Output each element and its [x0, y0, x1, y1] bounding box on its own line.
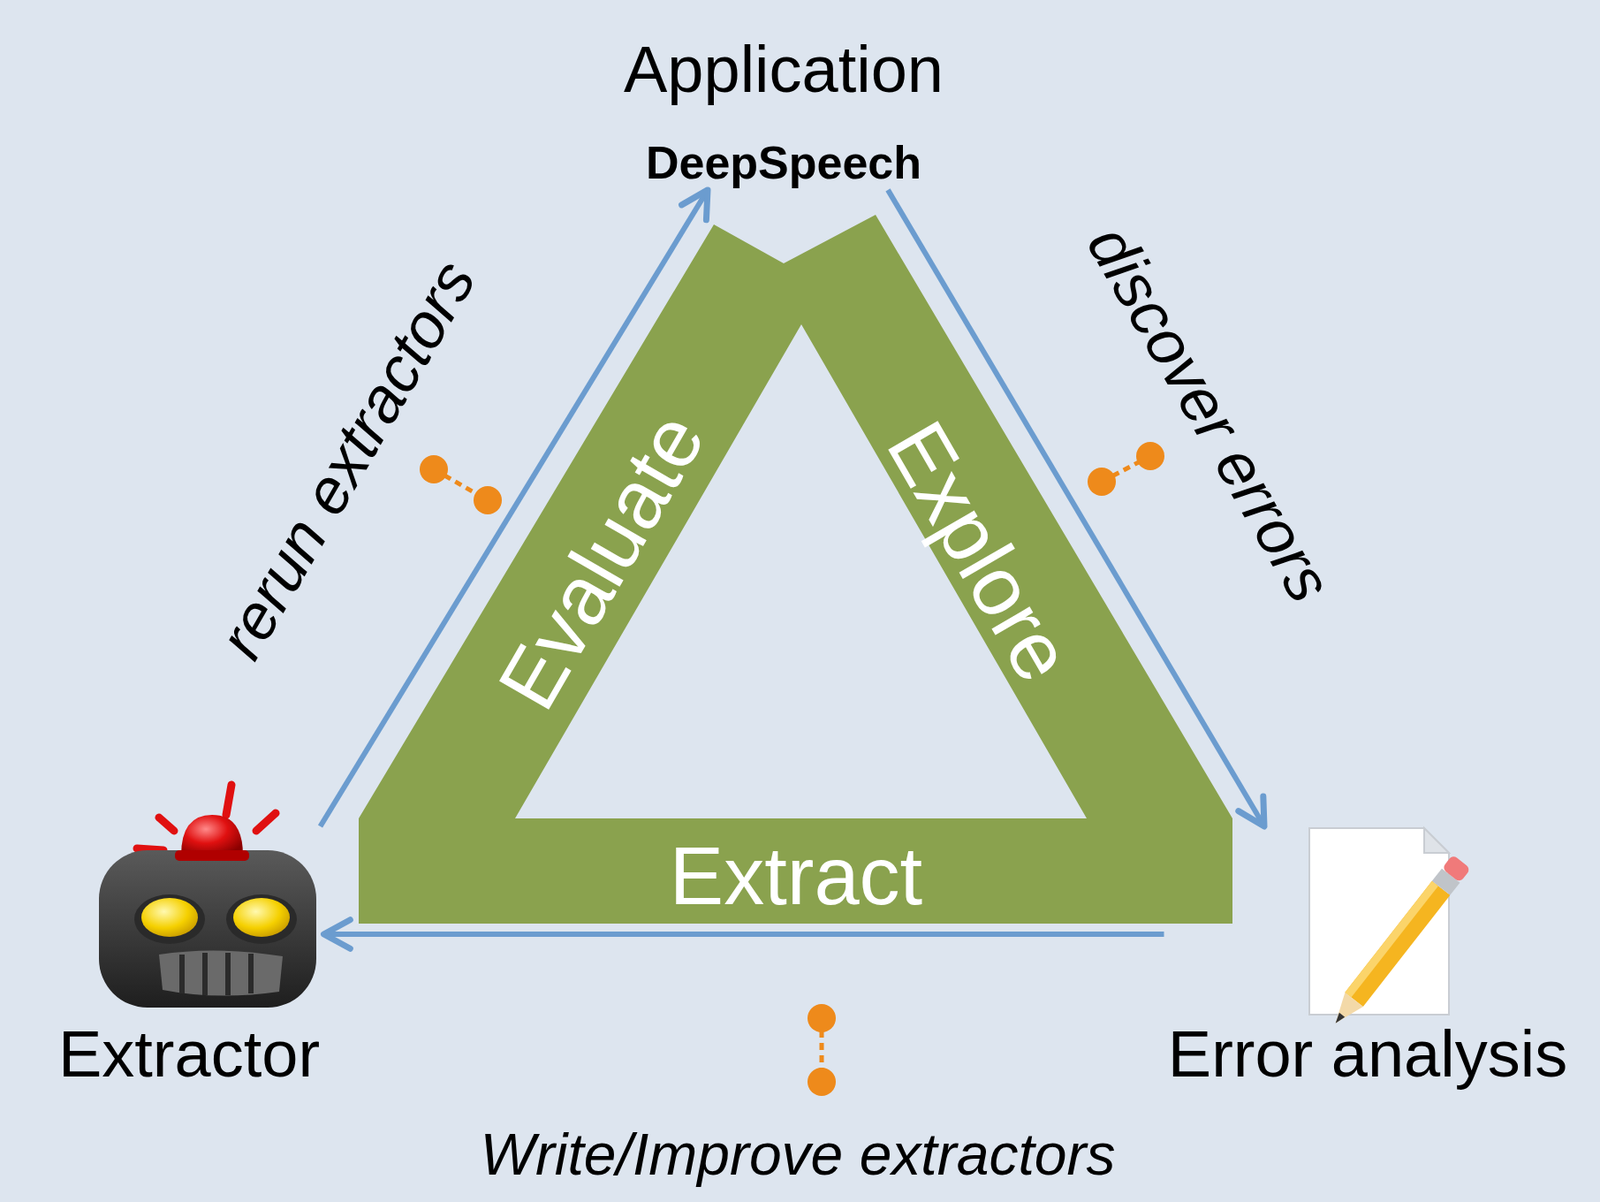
cycle-arrow — [324, 919, 1165, 949]
node-subtitle: DeepSpeech — [620, 136, 948, 190]
error-analysis-node: Error analysis — [1164, 826, 1572, 1092]
arrowhead — [324, 919, 351, 949]
triangle-band — [358, 214, 1233, 924]
triangle-band-shape — [358, 214, 1233, 924]
robot-icon — [98, 784, 317, 1008]
extractor-node: Extractor — [54, 826, 325, 1092]
stage-label: Extract — [669, 834, 923, 917]
arrow-line — [324, 931, 1165, 937]
arrowhead — [1238, 796, 1265, 827]
arrowhead — [682, 189, 708, 220]
node-title: Application — [620, 31, 948, 107]
node-title: Extractor — [54, 1016, 325, 1092]
node-title: Error analysis — [1164, 1016, 1572, 1092]
cycle-triangle: EvaluateExploreExtract — [358, 214, 1233, 924]
application-node: ApplicationDeepSpeech — [620, 31, 948, 190]
document-pencil-icon — [1309, 827, 1472, 1031]
edge-label: Write/Improve extractors — [480, 1122, 1116, 1187]
edge-label: rerun extractors — [205, 249, 490, 670]
edge-label: discover errors — [1074, 213, 1346, 614]
